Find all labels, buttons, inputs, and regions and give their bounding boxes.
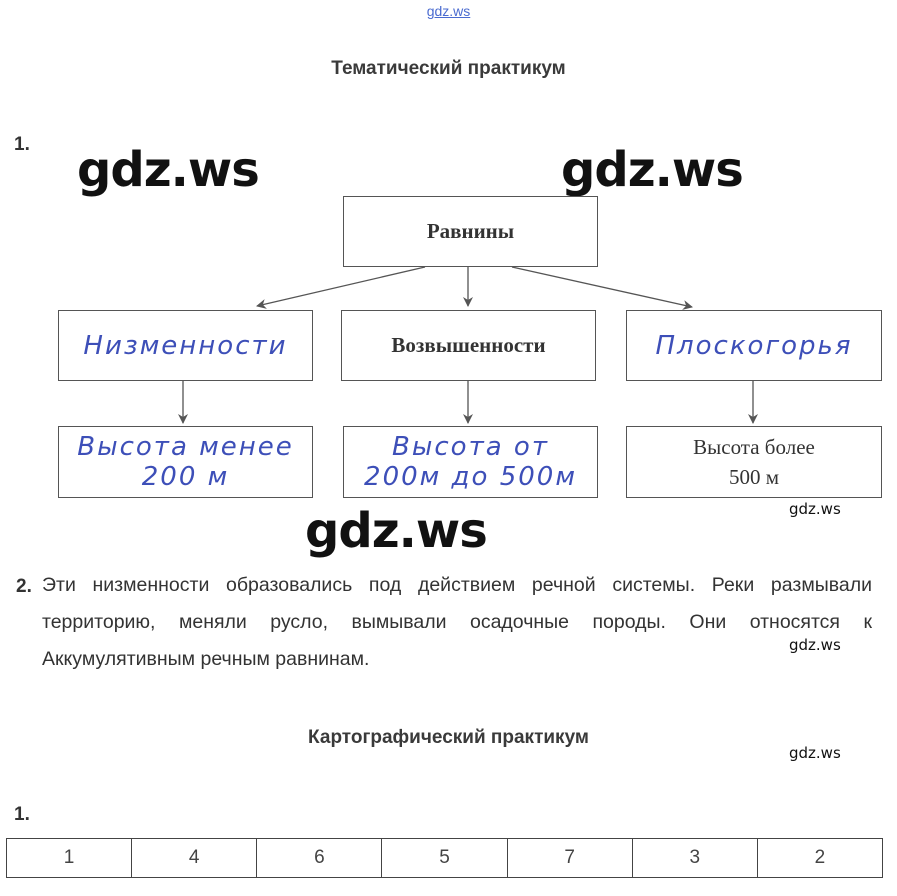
task-number: 1. (14, 134, 30, 155)
table-row: 1 4 6 5 7 3 2 (5, 838, 884, 878)
diagram-box-uplands: Возвышенности (341, 310, 596, 381)
plateaus-label: Плоскогорья (655, 330, 853, 361)
table-cell: 1 (5, 838, 133, 878)
uplands-label: Возвышенности (391, 333, 546, 357)
answer-table: 1 4 6 5 7 3 2 (5, 838, 884, 878)
watermark-large: gdz.ws (77, 142, 260, 198)
task-number: 2. (16, 576, 32, 597)
table-cell: 7 (506, 838, 633, 878)
watermark-large: gdz.ws (561, 142, 744, 198)
table-cell: 6 (256, 838, 383, 878)
watermark-small: gdz.ws (789, 636, 841, 654)
diagram-box-plateaus-height: Высота более 500 м (626, 426, 882, 498)
table-cell: 4 (131, 838, 258, 878)
table-cell: 5 (381, 838, 508, 878)
watermark-top[interactable]: gdz.ws (426, 3, 471, 19)
plateaus-height-line1: Высота более (693, 435, 815, 459)
diagram-root-box: Равнины (343, 196, 598, 267)
arrow-root-left (256, 266, 426, 309)
plateaus-height-line2: 500 м (728, 465, 780, 489)
lowlands-label: Низменности (83, 330, 288, 361)
uplands-height-line1: Высота от (392, 432, 549, 462)
lowlands-height-line1: Высота менее (77, 432, 294, 462)
watermark-small: gdz.ws (789, 744, 841, 762)
diagram-root-label: Равнины (426, 219, 515, 243)
watermark-small: gdz.ws (789, 500, 841, 518)
table-cell: 2 (756, 838, 884, 878)
task2-paragraph: Эти низменности образовались под действи… (42, 574, 872, 670)
lowlands-height-line2: 200 м (141, 462, 230, 492)
arrow-root-right (511, 266, 693, 310)
diagram-box-lowlands: Низменности (58, 310, 313, 381)
uplands-height-line2: 200м до 500м (364, 462, 577, 492)
table-cell: 3 (631, 838, 758, 878)
section-title-thematic: Тематический практикум (331, 58, 566, 79)
diagram-box-uplands-height: Высота от 200м до 500м (343, 426, 598, 498)
section-title-cartographic: Картографический практикум (308, 727, 589, 748)
task-number: 1. (14, 804, 30, 825)
watermark-large: gdz.ws (305, 503, 488, 559)
diagram-box-plateaus: Плоскогорья (626, 310, 882, 381)
diagram-box-lowlands-height: Высота менее 200 м (58, 426, 313, 498)
